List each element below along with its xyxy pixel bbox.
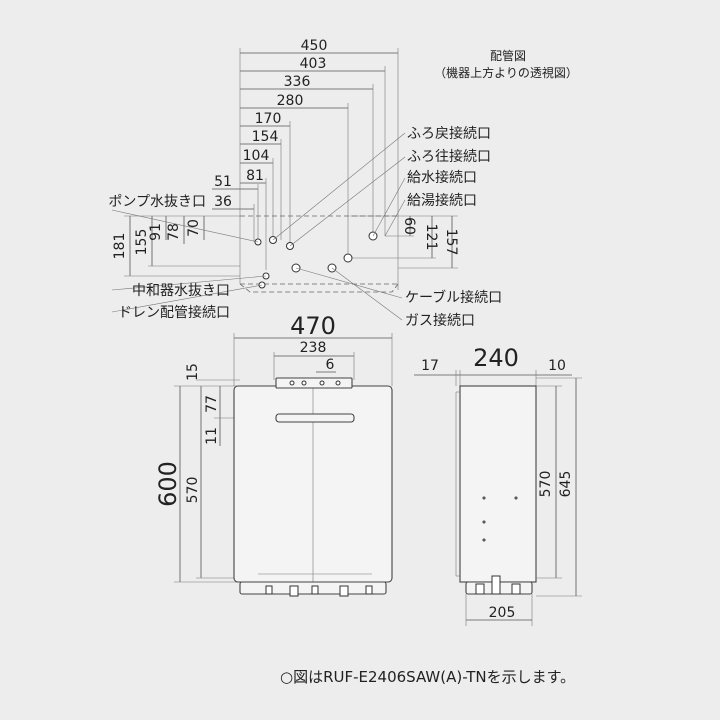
port-hot-water [343, 253, 353, 263]
front-dim-15: 15 [185, 363, 201, 381]
side-dim-17: 17 [421, 358, 439, 374]
dim-78: 78 [166, 223, 182, 241]
front-dim-238: 238 [300, 340, 327, 356]
label-water-inlet: 給水接続口 [407, 169, 477, 186]
front-handle [275, 413, 355, 423]
side-view: 17 240 10 570 645 205 [414, 344, 582, 626]
label-pump-drain: ポンプ水抜き口 [108, 194, 206, 210]
front-dim-570: 570 [185, 477, 201, 504]
dim-280: 280 [277, 93, 304, 109]
label-gas: ガス接続口 [405, 312, 475, 329]
front-view: 470 238 6 15 77 11 570 600 [154, 312, 393, 597]
dim-81: 81 [246, 168, 264, 184]
dim-170: 170 [255, 111, 282, 127]
side-dim-645: 645 [558, 471, 574, 498]
dim-155: 155 [134, 229, 150, 256]
side-dim-205: 205 [489, 605, 516, 621]
label-drain-pipe: ドレン配管接続口 [118, 304, 230, 321]
dim-51: 51 [214, 174, 232, 190]
front-top-panel [275, 377, 353, 389]
label-bath-supply: ふろ往接続口 [407, 148, 491, 165]
leader-lines [111, 132, 406, 321]
side-dim-570: 570 [538, 471, 554, 498]
dim-36: 36 [214, 194, 232, 210]
front-dim-6: 6 [326, 357, 335, 373]
dim-450: 450 [301, 38, 328, 54]
dim-403: 403 [300, 56, 327, 72]
side-body [459, 385, 537, 583]
piping-view: 配管図 （機器上方よりの透視図） 450 [108, 38, 577, 329]
dim-181: 181 [112, 233, 128, 260]
side-dim-10: 10 [548, 358, 566, 374]
footnote: ○図はRUF-E2406SAW(A)-TNを示します。 [280, 668, 575, 686]
left-vertical-dims [124, 215, 240, 277]
side-depth: 240 [473, 344, 519, 372]
dim-121: 121 [423, 224, 439, 251]
front-dim-77: 77 [204, 395, 220, 413]
dim-154: 154 [252, 129, 279, 145]
front-dim-11: 11 [204, 427, 220, 445]
label-neutralizer-drain: 中和器水抜き口 [132, 283, 230, 299]
dim-336: 336 [284, 74, 311, 90]
label-cable: ケーブル接続口 [405, 289, 502, 306]
piping-title: 配管図 [490, 48, 526, 63]
top-dimension-lines [212, 48, 399, 290]
dim-104: 104 [243, 148, 270, 164]
dim-157: 157 [443, 229, 459, 256]
dim-91: 91 [148, 223, 164, 241]
piping-subtitle: （機器上方よりの透視図） [434, 65, 578, 80]
front-height: 600 [154, 461, 182, 507]
label-hot-water: 給湯接続口 [407, 192, 477, 209]
dim-60: 60 [401, 217, 417, 235]
front-width: 470 [290, 312, 336, 340]
label-bath-return: ふろ戻接続口 [407, 125, 491, 142]
